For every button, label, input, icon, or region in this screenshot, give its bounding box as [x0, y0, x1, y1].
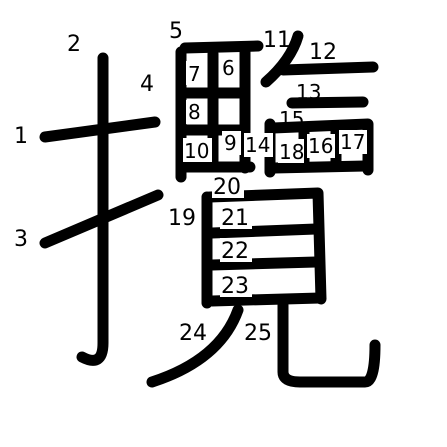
label-17: 17 [340, 130, 365, 154]
stroke-13 [286, 96, 369, 109]
label-5: 5 [169, 19, 183, 44]
label-23: 23 [221, 274, 249, 299]
label-16: 16 [308, 134, 333, 158]
stroke-18 [268, 160, 371, 174]
label-22: 22 [221, 239, 249, 264]
label-9: 9 [224, 131, 237, 155]
label-3: 3 [14, 227, 28, 252]
label-15: 15 [279, 107, 304, 131]
label-7: 7 [188, 62, 201, 86]
stroke-21 [206, 223, 322, 239]
label-8: 8 [188, 100, 201, 124]
stroke-3 [39, 189, 164, 249]
stroke-22 [206, 256, 322, 271]
stroke-25 [277, 299, 381, 388]
label-14: 14 [245, 133, 270, 157]
stroke-23 [206, 292, 326, 307]
label-20: 20 [213, 175, 241, 200]
stroke-11 [260, 30, 304, 88]
label-13: 13 [296, 80, 321, 104]
stroke-24 [146, 304, 244, 388]
stroke-number-labels: 1 2 3 4 5 6 7 8 9 10 11 12 13 14 15 16 1… [14, 19, 367, 346]
label-19: 19 [168, 206, 196, 231]
label-11: 11 [263, 28, 291, 53]
label-2: 2 [67, 32, 81, 57]
label-12: 12 [309, 40, 337, 65]
label-10: 10 [184, 139, 209, 163]
label-1: 1 [14, 124, 28, 149]
label-25: 25 [244, 321, 272, 346]
stroke-12 [277, 61, 379, 76]
label-24: 24 [179, 321, 207, 346]
stroke-2 [76, 52, 109, 366]
label-18: 18 [279, 140, 304, 164]
label-6: 6 [222, 56, 235, 80]
label-4: 4 [140, 72, 154, 97]
label-21: 21 [221, 206, 249, 231]
